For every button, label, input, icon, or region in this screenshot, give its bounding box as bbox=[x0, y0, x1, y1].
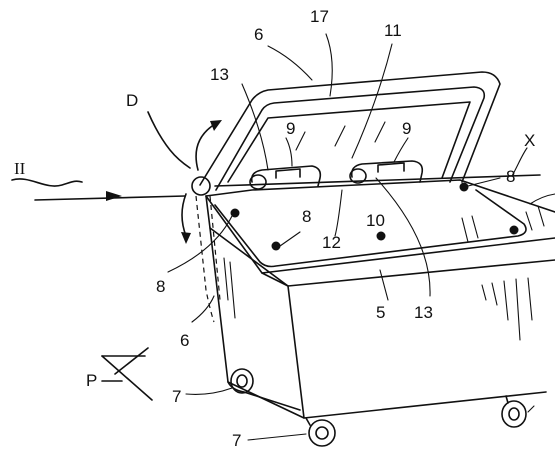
hinge bbox=[191, 176, 211, 196]
leader-lines bbox=[167, 33, 555, 441]
label-5: 5 bbox=[376, 303, 385, 322]
center-point-10 bbox=[376, 231, 386, 241]
container-rim bbox=[205, 179, 555, 287]
wheel-front-right bbox=[501, 395, 527, 428]
label-12: 12 bbox=[322, 233, 341, 252]
corner-points bbox=[230, 182, 519, 251]
label-9-left: 9 bbox=[286, 119, 295, 138]
label-8-mid: 8 bbox=[302, 207, 311, 226]
lid bbox=[199, 71, 501, 191]
view-arrow bbox=[11, 178, 186, 201]
corner-point-left bbox=[230, 208, 240, 218]
label-11: 11 bbox=[384, 21, 402, 40]
label-direction: D bbox=[126, 91, 138, 110]
label-6-top: 6 bbox=[254, 25, 263, 44]
label-10: 10 bbox=[366, 211, 385, 230]
wheel-rear-left bbox=[230, 368, 254, 394]
label-13-bottom: 13 bbox=[414, 303, 433, 322]
hinge-fitting-left bbox=[249, 165, 322, 190]
label-7-bottom: 7 bbox=[232, 431, 241, 450]
label-8-left: 8 bbox=[156, 277, 165, 296]
label-view-arrow: II bbox=[14, 159, 26, 178]
label-13-top: 13 bbox=[210, 65, 229, 84]
label-9-right: 9 bbox=[402, 119, 411, 138]
axis-x-line bbox=[214, 147, 541, 187]
corner-point-right bbox=[509, 225, 519, 235]
corner-point-front bbox=[271, 241, 281, 251]
label-6-bottom: 6 bbox=[180, 331, 189, 350]
label-7-top: 7 bbox=[172, 387, 181, 406]
rotation-arc bbox=[147, 111, 222, 244]
container-body bbox=[209, 205, 547, 419]
label-8-right: 8 bbox=[506, 167, 515, 186]
label-17: 17 bbox=[310, 7, 329, 26]
corner-point-back bbox=[459, 182, 469, 192]
wheel-front-left bbox=[305, 417, 336, 447]
label-plane: P bbox=[86, 371, 97, 390]
label-axis: X bbox=[524, 131, 535, 150]
plane-p bbox=[101, 347, 153, 401]
hinge-fitting-right bbox=[349, 160, 424, 184]
lid-swing-dashed bbox=[195, 195, 221, 323]
